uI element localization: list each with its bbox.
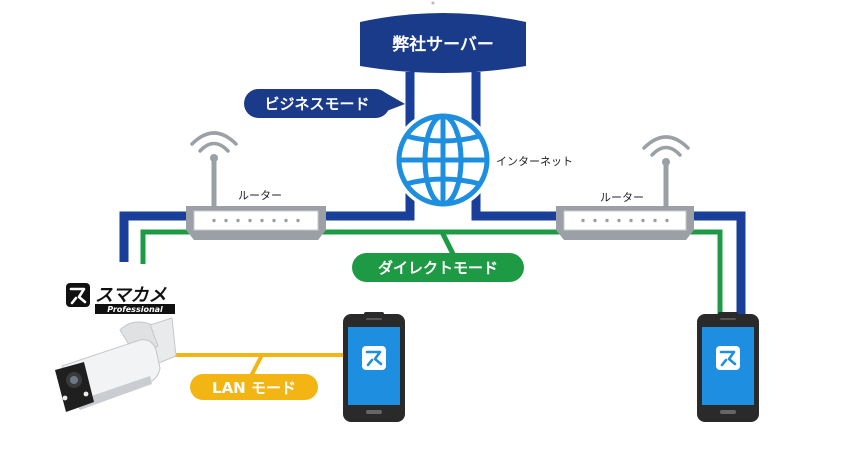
business-mode-badge: ビジネスモード xyxy=(244,89,405,118)
business-line-globe-to-right-router xyxy=(471,72,556,221)
logo-mark-icon xyxy=(66,283,90,307)
camera-icon xyxy=(55,317,177,412)
router-right: ルーター xyxy=(556,135,694,240)
direct-callout-line xyxy=(439,230,457,258)
direct-mode-lines xyxy=(140,229,723,318)
business-badge-bg xyxy=(244,89,390,118)
direct-badge-label: ダイレクトモード xyxy=(378,259,498,277)
router-left: ルーター xyxy=(186,131,326,240)
wifi-icon xyxy=(642,135,690,157)
lan-badge-label: LAN モード xyxy=(212,379,296,397)
app-icon xyxy=(716,346,740,370)
business-line-left xyxy=(119,211,186,262)
router-left-label: ルーター xyxy=(238,189,282,202)
business-mode-lines xyxy=(119,72,746,318)
internet-label: インターネット xyxy=(496,155,573,168)
wifi-icon xyxy=(190,131,238,153)
direct-badge-bg xyxy=(352,253,524,282)
app-icon xyxy=(362,346,386,370)
business-badge-label: ビジネスモード xyxy=(264,95,369,113)
brand-sub: Professional xyxy=(107,305,163,314)
direct-mode-badge: ダイレクトモード xyxy=(352,253,524,282)
phone-right xyxy=(697,312,759,422)
server-label: 弊社サーバー xyxy=(392,34,494,55)
server-dot xyxy=(431,1,435,5)
phone-middle xyxy=(343,312,405,422)
brand-sub-bg xyxy=(95,304,175,314)
server: 弊社サーバー xyxy=(360,1,526,73)
router-right-label: ルーター xyxy=(600,191,644,204)
lan-badge-bg xyxy=(190,374,318,400)
brand-name: スマカメ xyxy=(95,285,167,306)
lan-mode-badge: LAN モード xyxy=(190,374,318,400)
business-line-right xyxy=(694,211,746,318)
direct-line xyxy=(140,229,723,318)
business-line-router-left-to-globe xyxy=(326,72,415,221)
brand-logo: スマカメ Professional xyxy=(66,283,175,314)
server-cylinder xyxy=(360,13,526,73)
globe-icon xyxy=(393,110,493,210)
